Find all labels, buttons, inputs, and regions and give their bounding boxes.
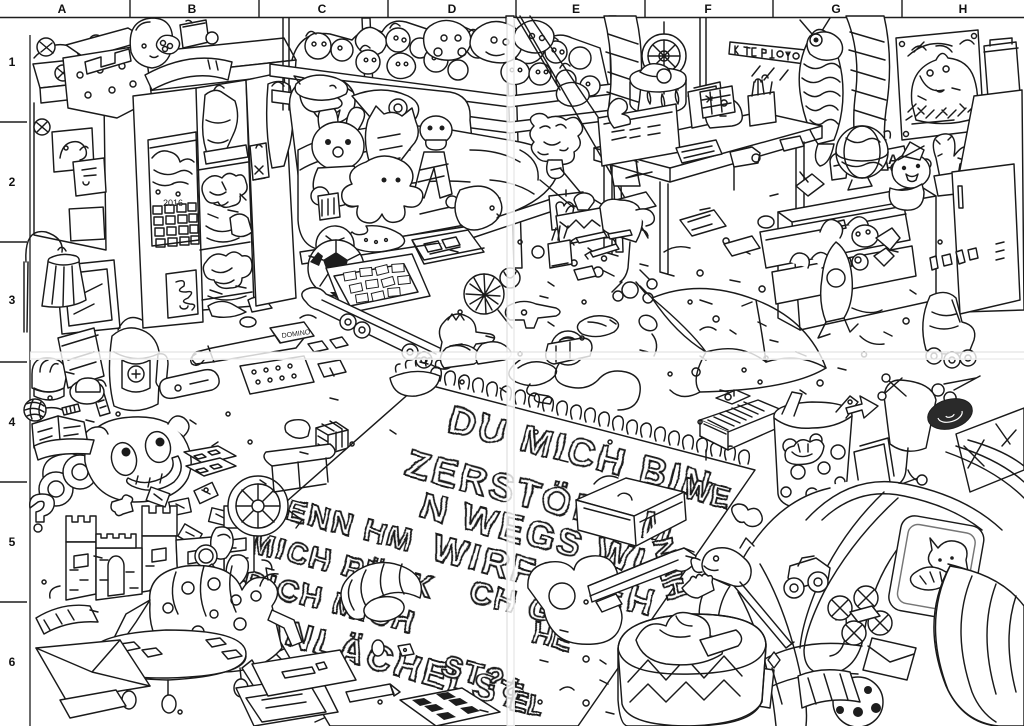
svg-text:G: G — [831, 2, 840, 16]
svg-text:1: 1 — [9, 55, 16, 69]
svg-text:B: B — [188, 2, 197, 16]
svg-text:2016: 2016 — [163, 198, 183, 208]
svg-text:H: H — [959, 2, 968, 16]
svg-text:A: A — [888, 151, 898, 167]
svg-text:A: A — [58, 2, 67, 16]
svg-text:4: 4 — [9, 415, 16, 429]
svg-text:E: E — [572, 2, 580, 16]
svg-text:DOMINO: DOMINO — [281, 329, 311, 340]
svg-text:2: 2 — [9, 175, 16, 189]
svg-text:C: C — [318, 2, 327, 16]
svg-text:D: D — [448, 2, 457, 16]
svg-text:5: 5 — [9, 535, 16, 549]
svg-text:6: 6 — [9, 655, 16, 669]
svg-text:F: F — [704, 2, 711, 16]
svg-text:3: 3 — [9, 293, 16, 307]
